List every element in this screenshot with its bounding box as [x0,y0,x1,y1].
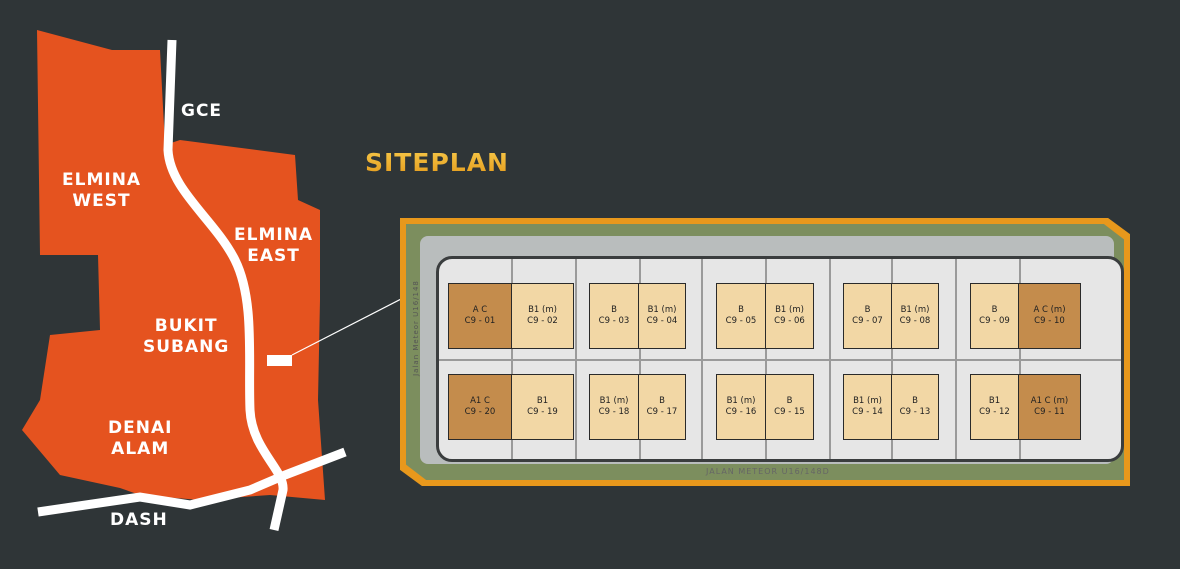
lot-c902[interactable]: B1 (m)C9 - 02 [511,283,574,349]
road-name-bottom: JALAN METEOR U16/148D [706,467,830,476]
lot-type: A1 C [470,396,490,406]
lot-c910[interactable]: A C (m)C9 - 10 [1018,283,1081,349]
lot-type: B [611,305,617,315]
lot-id: C9 - 07 [852,316,883,326]
lot-id: C9 - 11 [1034,407,1065,417]
lot-id: C9 - 01 [464,316,496,326]
label-gce: GCE [181,101,223,121]
lot-id: C9 - 18 [598,407,630,417]
lot-id: C9 - 03 [598,316,630,326]
lot-id: C9 - 14 [852,407,883,417]
lot-c914[interactable]: B1 (m)C9 - 14 [843,374,892,440]
lot-c911[interactable]: A1 C (m)C9 - 11 [1018,374,1081,440]
lot-type: B [786,396,793,406]
landscape-border: JALAN METEOR U16/148D Jalan Meteor U16/1… [406,224,1124,480]
lot-c904[interactable]: B1 (m)C9 - 04 [638,283,686,349]
lot-type: B [864,305,871,315]
site-location-marker [267,355,292,366]
lot-id: C9 - 20 [464,407,496,417]
lot-id: C9 - 15 [774,407,805,417]
label-dash: DASH [110,510,168,530]
lot-id: C9 - 06 [774,316,805,326]
lot-type: B [991,305,998,315]
lot-type: B1 (m) [647,305,677,315]
lot-type: B [738,305,744,315]
lot-id: C9 - 10 [1034,316,1065,326]
lot-type: A C [472,305,488,315]
lot-type: B1 (m) [775,305,804,315]
lot-id: C9 - 08 [899,316,931,326]
siteplan-title: SITEPLAN [365,148,509,177]
lot-id: C9 - 09 [979,316,1010,326]
siteplan-frame: JALAN METEOR U16/148D Jalan Meteor U16/1… [400,218,1130,486]
lot-id: C9 - 02 [527,316,558,326]
lot-type: B [659,396,665,406]
lot-c908[interactable]: B1 (m)C9 - 08 [891,283,939,349]
lot-c916[interactable]: B1 (m)C9 - 16 [716,374,766,440]
lot-type: B1 [536,396,549,406]
lot-id: C9 - 16 [725,407,757,417]
road-name-left: Jalan Meteor U16/148 [411,280,420,376]
lot-type: B1 (m) [900,305,930,315]
lot-id: C9 - 13 [899,407,931,417]
location-map [22,30,400,531]
lot-type: B1 (m) [726,396,756,406]
dash-highway [37,447,347,517]
callout-line [291,298,400,356]
lot-type: A C (m) [1033,305,1066,315]
lot-type: B1 (m) [528,305,557,315]
lot-type: B1 [988,396,1001,406]
lot-id: C9 - 19 [527,407,558,417]
lot-id: C9 - 04 [646,316,678,326]
lot-c918[interactable]: B1 (m)C9 - 18 [589,374,639,440]
lot-id: C9 - 12 [979,407,1010,417]
lot-id: C9 - 17 [646,407,678,417]
lot-id: C9 - 05 [725,316,757,326]
lot-type: B1 (m) [599,396,629,406]
lot-type: B [912,396,918,406]
lot-c906[interactable]: B1 (m)C9 - 06 [765,283,814,349]
gce-highway [163,39,288,531]
lot-type: B1 (m) [853,396,882,406]
lot-type: A1 C (m) [1030,396,1069,406]
